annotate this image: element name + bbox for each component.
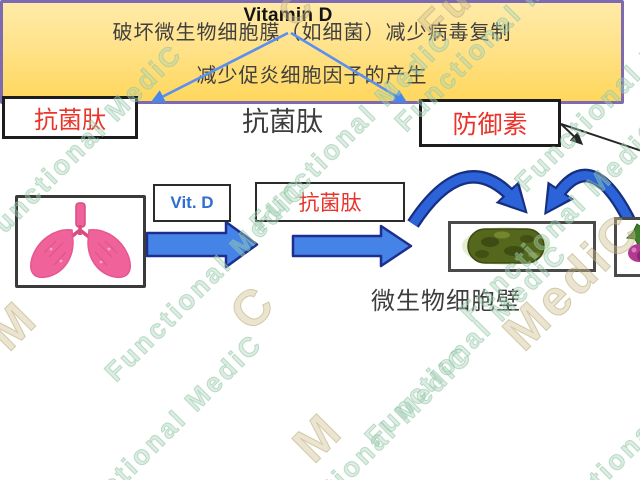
antimicrobial-peptide-label: 抗菌肽 bbox=[34, 107, 106, 134]
microbe-fragments-image bbox=[625, 223, 640, 262]
microbe-picture-box bbox=[614, 217, 640, 277]
curved-arrow-left bbox=[407, 170, 528, 228]
flow-arrow-2 bbox=[291, 224, 413, 268]
defensin-label: 防御素 bbox=[452, 111, 528, 139]
vit-d-box: Vit. D bbox=[153, 184, 231, 222]
defensin-arrow-long bbox=[560, 123, 640, 152]
vitamin-right-arrow bbox=[290, 31, 408, 104]
antimicrobial-peptide-box: 抗菌肽 bbox=[2, 96, 138, 139]
vitamin-left-arrow bbox=[150, 31, 289, 103]
flow-arrow-1 bbox=[145, 220, 259, 269]
lungs-picture-box bbox=[15, 195, 146, 288]
lungs-image bbox=[30, 202, 131, 279]
diagram-title: Vitamin D bbox=[243, 5, 333, 26]
vit-d-label: Vit. D bbox=[170, 193, 214, 212]
defensin-box: 防御素 bbox=[419, 99, 561, 147]
bacterium-image bbox=[462, 227, 550, 265]
curved-arrow-right bbox=[544, 168, 638, 227]
cell-wall-caption: 微生物细胞壁 bbox=[371, 288, 521, 315]
bacterium-picture-box bbox=[448, 221, 596, 272]
peptide-flow-label: 抗菌肽 bbox=[298, 192, 362, 215]
antimicrobial-peptide-text: 抗菌肽 bbox=[242, 107, 323, 137]
summary-line-1: 破坏微生物细胞膜（如细菌）减少病毒复制 bbox=[112, 22, 512, 45]
peptide-flow-box: 抗菌肽 bbox=[255, 182, 405, 222]
defensin-arrow-short bbox=[560, 123, 584, 146]
